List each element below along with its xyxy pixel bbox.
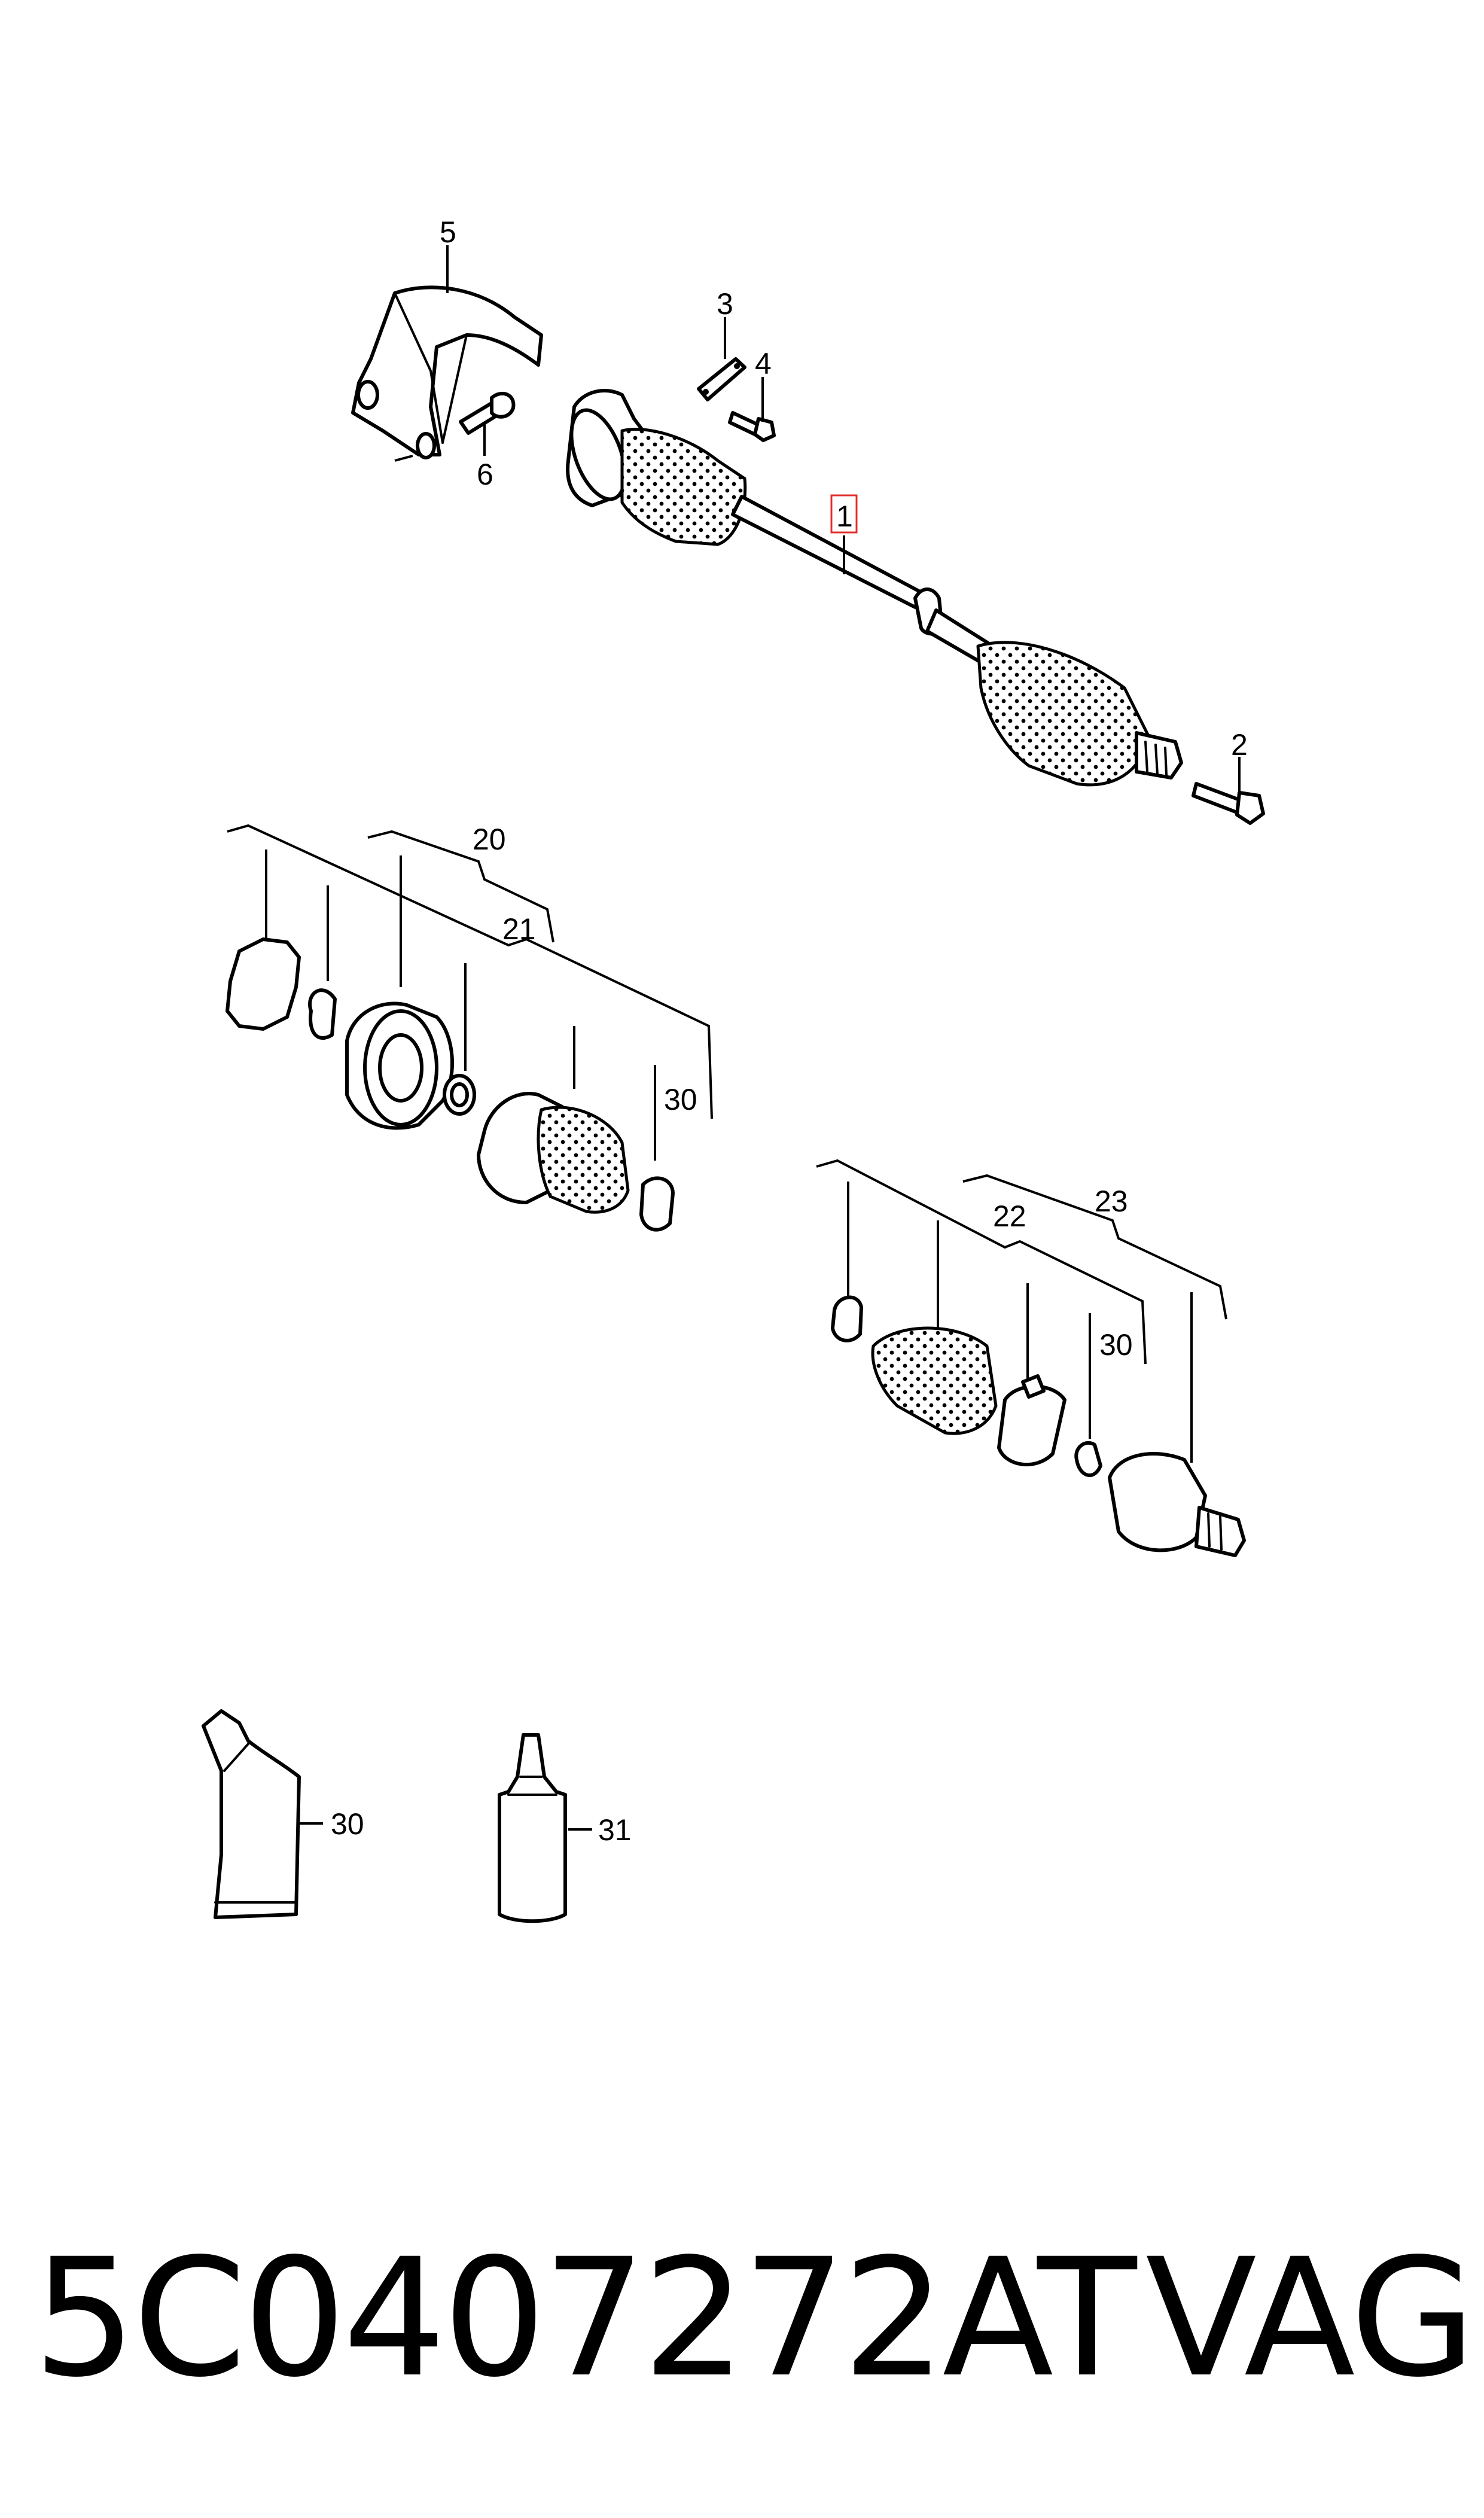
- callout-21: 21: [502, 912, 536, 946]
- callout-6: 6: [477, 458, 493, 491]
- circlip-part-small: [1074, 1441, 1102, 1477]
- callout-1: 1: [836, 500, 853, 533]
- ring-part: [443, 1074, 476, 1116]
- callout-20: 20: [473, 823, 506, 856]
- sealant-bottle-part-31: [498, 1733, 567, 1923]
- drive-shaft-part-1: [566, 388, 1183, 787]
- callout-5: 5: [440, 215, 456, 249]
- bolt-part-4: [728, 411, 776, 442]
- clip-part-3: [697, 357, 746, 401]
- callout-30-b: 30: [1099, 1328, 1133, 1362]
- part-number-label: 5C0407272AT: [33, 2224, 1136, 2413]
- bolt-part-2: [1192, 782, 1265, 825]
- grease-tube-part-30: [202, 1709, 301, 1919]
- outer-joint-part: [1108, 1452, 1246, 1557]
- callout-30-a: 30: [664, 1083, 697, 1116]
- bracket-group-20-21-30: [227, 824, 713, 1161]
- bolt-part-6: [459, 391, 516, 435]
- band-clamp-part: [997, 1374, 1066, 1467]
- outer-boot-part: [871, 1326, 998, 1435]
- callout-31: 31: [598, 1813, 632, 1847]
- callout-1-highlight: [830, 494, 858, 534]
- boot-part: [477, 1092, 630, 1214]
- clamp-part-small: [831, 1295, 863, 1342]
- brand-label: VAG: [1145, 2224, 1476, 2413]
- callout-22: 22: [993, 1199, 1026, 1233]
- bracket-group-22-23-30: [816, 1159, 1227, 1463]
- circlip-part: [308, 988, 337, 1040]
- callout-30-c: 30: [331, 1807, 364, 1841]
- callout-4: 4: [755, 347, 772, 380]
- callout-2: 2: [1231, 728, 1248, 762]
- inner-joint-part: [345, 1001, 454, 1130]
- callout-23: 23: [1095, 1185, 1128, 1218]
- heat-shield-part-5: [351, 285, 543, 462]
- gasket-part: [226, 937, 301, 1031]
- clamp-part: [639, 1176, 675, 1232]
- callout-3: 3: [717, 287, 733, 321]
